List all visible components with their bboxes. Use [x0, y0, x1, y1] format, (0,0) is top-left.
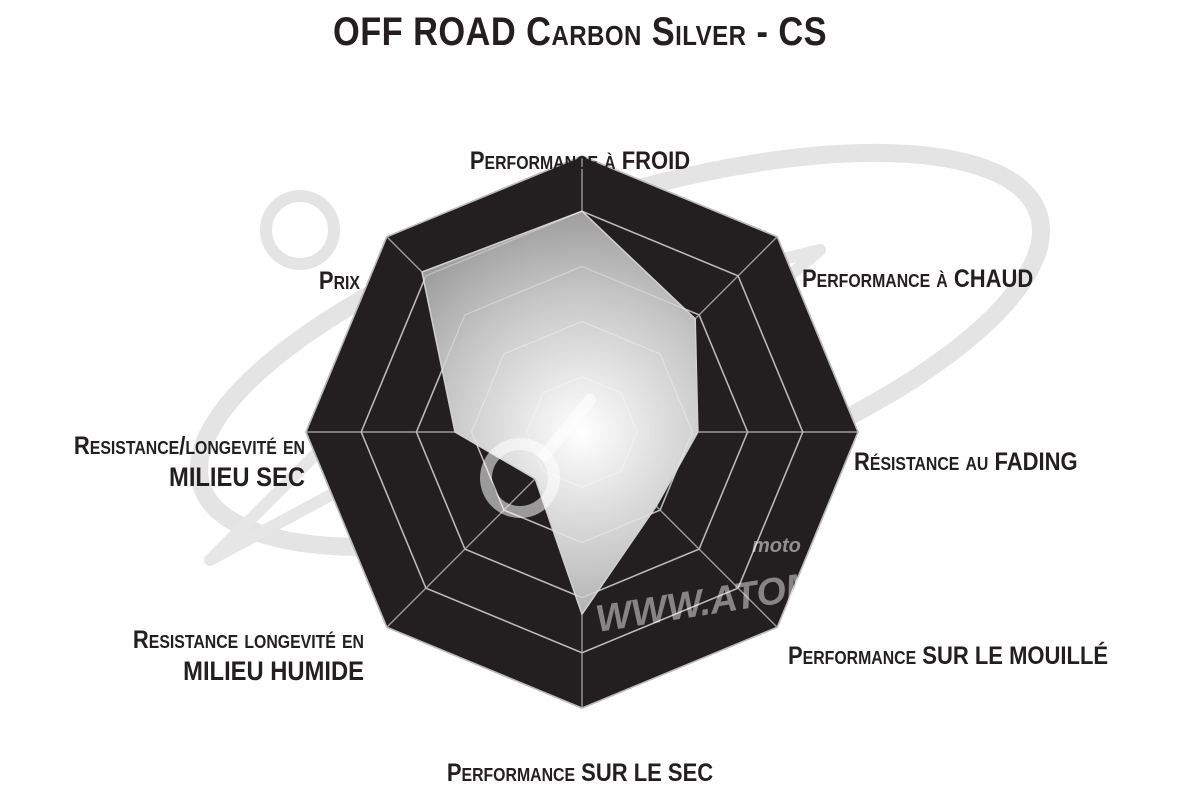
title-part-3: - CS: [756, 10, 827, 54]
watermark-ring-front: [480, 438, 560, 518]
radar-series: [305, 155, 859, 709]
axis-label-sec: Performance SUR LE SEC: [446, 759, 714, 787]
axis-label-humide: Resistance longevité en MILIEU HUMIDE: [132, 626, 364, 686]
axis-label-fading: Résistance au FADING: [854, 448, 1078, 476]
axis-label-milieu-sec: Resistance/longevité en MILIEU SEC: [73, 432, 305, 492]
axis-label-mouille: Performance SUR LE MOUILLÉ: [788, 642, 1109, 670]
chart-title: OFF ROAD Carbon Silver - CS: [81, 10, 1079, 55]
watermark-sub: moto: [752, 535, 801, 557]
radar-series-area: [421, 210, 699, 615]
watermark-ring-handle: [539, 394, 596, 461]
axis-label-froid: Performance à FROID: [469, 147, 691, 175]
title-part-1: OFF ROAD: [333, 10, 517, 54]
title-part-2: Carbon Silver: [526, 10, 747, 54]
radar-ring-overlay-4: [360, 210, 804, 654]
radar-ring-overlay-2: [470, 320, 694, 544]
radar-ring-overlay-3: [415, 265, 749, 599]
axis-label-prix: Prix: [318, 267, 360, 295]
radar-ring-overlay-5: [305, 155, 859, 709]
radar-ring-overlay-1: [526, 376, 638, 488]
axis-label-chaud: Performance à CHAUD: [802, 265, 1034, 293]
watermark-ring: [260, 190, 340, 270]
